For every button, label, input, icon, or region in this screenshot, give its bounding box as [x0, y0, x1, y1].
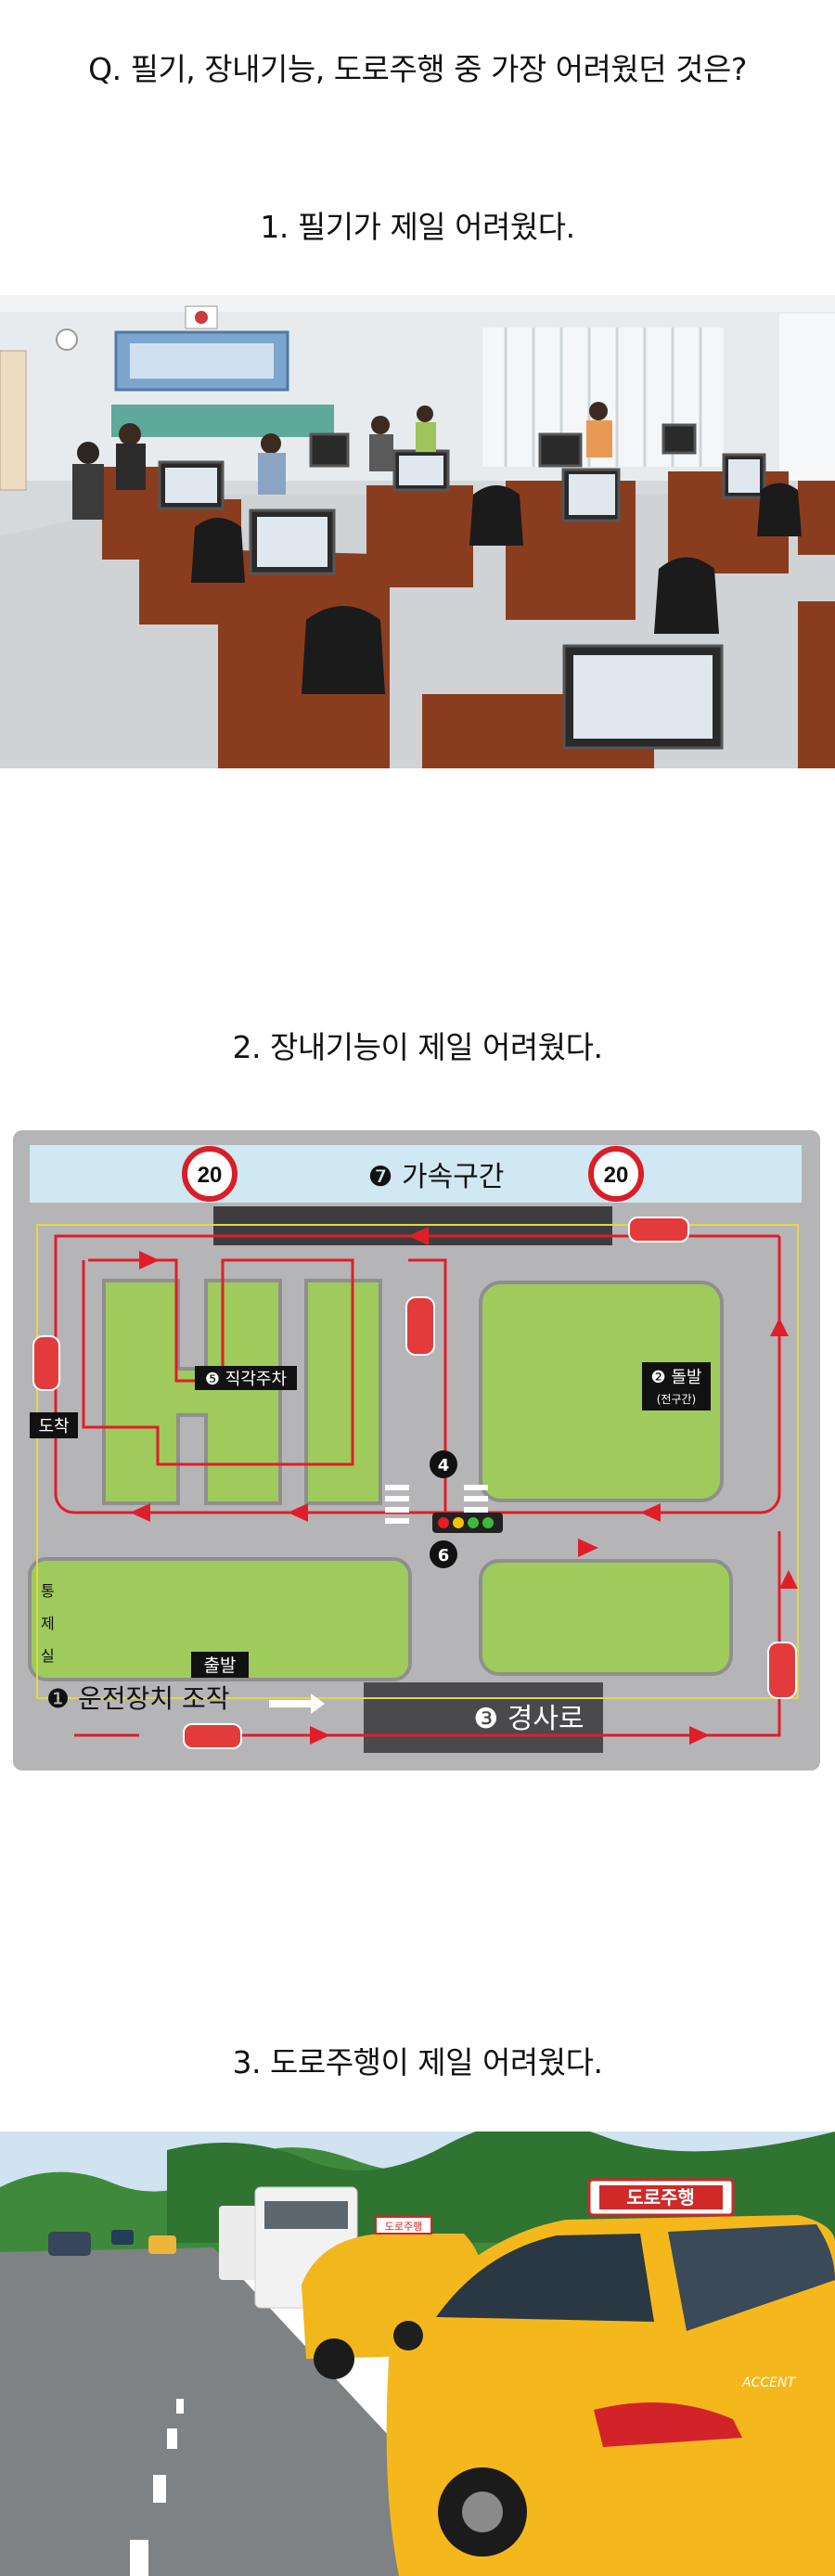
course-number-6: 6 [438, 1546, 450, 1565]
control-room-char-2: 제 [41, 1615, 55, 1632]
slope-label: ❸ 경사로 [473, 1703, 584, 1735]
device-operation-label: ❶ 운전장치 조작 [46, 1683, 229, 1714]
question-title: Q. 필기, 장내기능, 도로주행 중 가장 어려웠던 것은? [88, 51, 747, 87]
road-test-cars-photo: 도로주행 도로주행 ACCENT [0, 2132, 835, 2576]
turn-sub-label: (전구간) [657, 1393, 696, 1406]
departure-label: 출발 [204, 1655, 237, 1676]
accel-section-label: ❼ 가속구간 [368, 1161, 505, 1193]
arrival-label: 도착 [38, 1417, 69, 1436]
speed-limit-left-text: 20 [198, 1163, 223, 1188]
small-taxi-sign-text: 도로주행 [385, 2221, 422, 2233]
option-1-label: 1. 필기가 제일 어려웠다. [260, 209, 575, 245]
control-room-char-1: 통 [41, 1582, 55, 1600]
course-number-4: 4 [438, 1456, 450, 1475]
roof-sign-text: 도로주행 [626, 2186, 695, 2209]
control-room-char-3: 실 [41, 1647, 55, 1665]
car-model-text: ACCENT [741, 2376, 796, 2390]
speed-limit-right-text: 20 [604, 1163, 629, 1188]
option-3-label: 3. 도로주행이 제일 어려웠다. [232, 2044, 603, 2080]
speed-limit-sign-right: 20 [588, 1146, 644, 1202]
turn-label: ❷ 돌발 [651, 1368, 702, 1387]
driving-course-map: 20 20 ❼ 가속구간 ❺ 직각주차 ❷ 돌발 (전구간) 도착 4 [0, 1123, 835, 1776]
written-test-classroom-photo [0, 295, 835, 768]
speed-limit-sign-left: 20 [182, 1146, 238, 1202]
option-2-label: 2. 장내기능이 제일 어려웠다. [232, 1029, 603, 1065]
parking-label: ❺ 직각주차 [205, 1370, 288, 1389]
